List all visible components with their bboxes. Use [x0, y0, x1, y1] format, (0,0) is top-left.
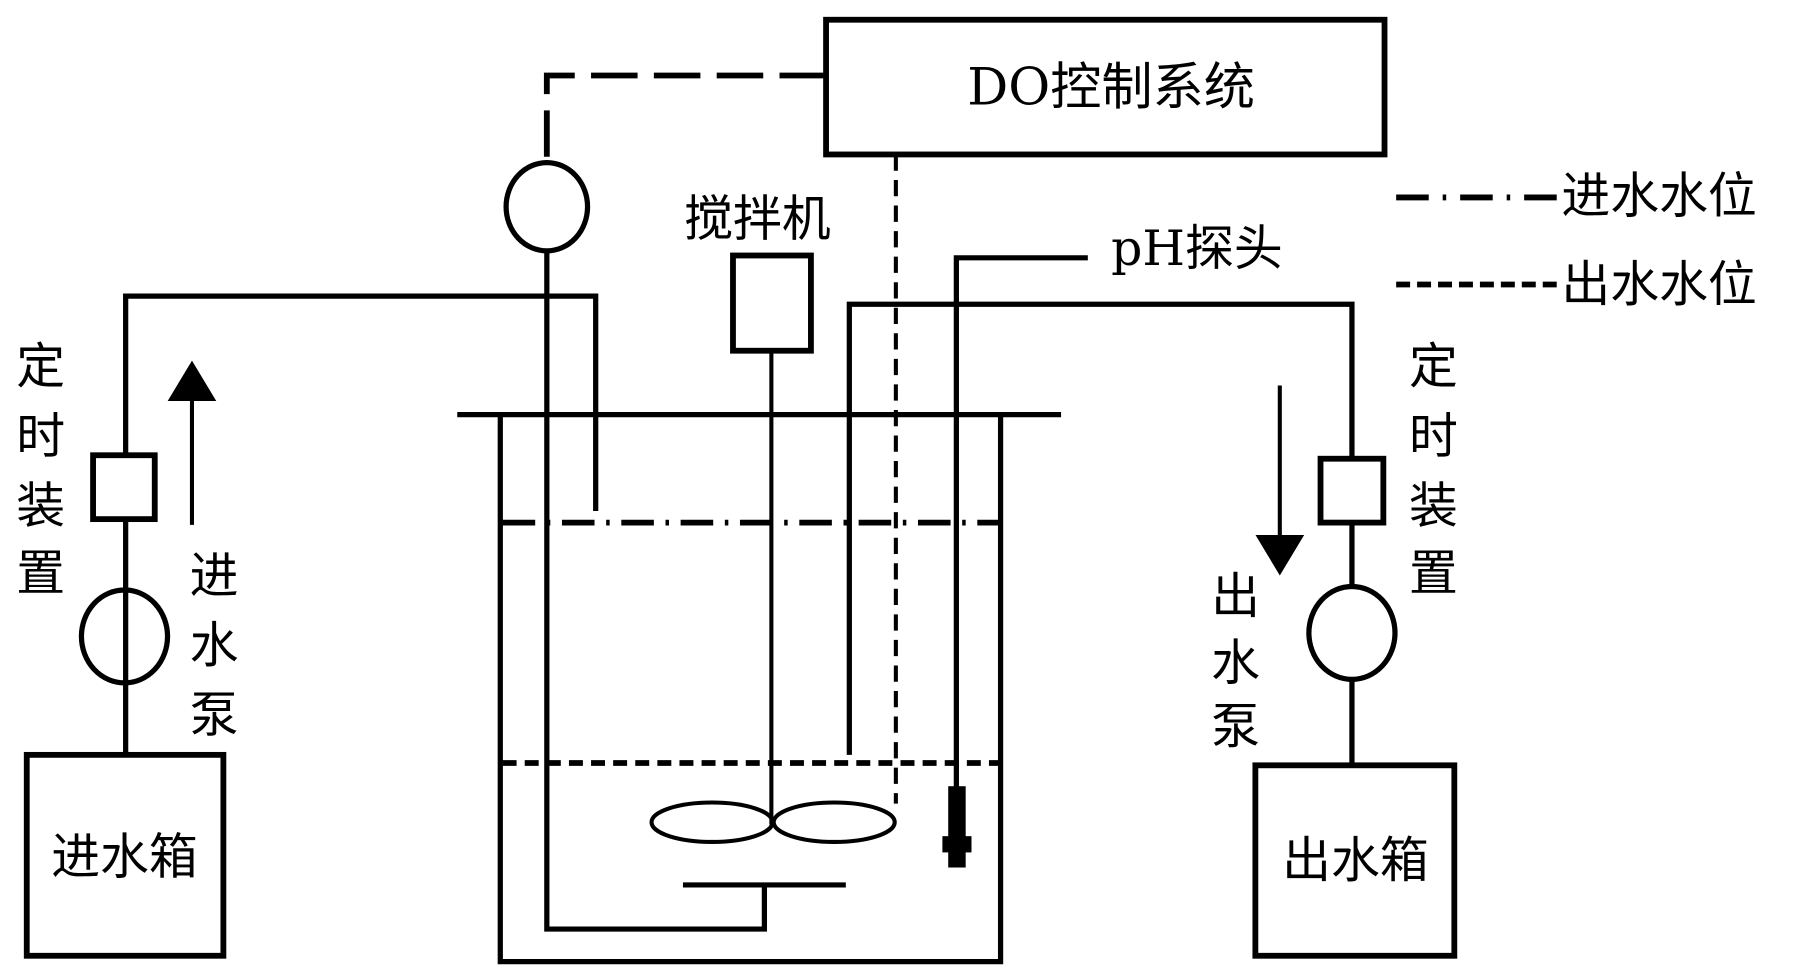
do-control-box — [823, 16, 1388, 158]
stirrer: 搅拌机 — [649, 191, 897, 844]
outlet-timer-box — [1317, 455, 1387, 526]
outlet-timer-label-1: 定 — [1409, 338, 1458, 395]
inlet-pump-label-1: 进 — [190, 547, 239, 604]
stirrer-motor-box — [730, 252, 814, 354]
outlet-timer-label-2: 时 — [1409, 408, 1458, 465]
outlet-pump-label-2: 水 — [1211, 634, 1260, 691]
outlet-pump-label-3: 泵 — [1211, 698, 1260, 755]
legend: 进水水位 出水水位 — [1396, 168, 1757, 313]
outlet-tank-box — [1252, 762, 1458, 959]
impeller-blade-left — [649, 800, 775, 844]
outlet-timer-label-3: 装 — [1409, 478, 1458, 535]
ph-probe: pH探头 — [942, 220, 1283, 868]
impeller-blade-right — [771, 800, 897, 844]
air-supply-line — [544, 250, 768, 932]
reactor-vessel — [457, 411, 1062, 965]
outlet-system: 出水箱 定 时 装 置 出 水 泵 — [846, 301, 1458, 959]
inlet-timer-label-2: 时 — [16, 408, 65, 465]
inlet-pump-label-3: 泵 — [190, 687, 239, 744]
outlet-timer-label-4: 置 — [1409, 545, 1458, 602]
ph-probe-cable — [953, 255, 1088, 790]
outlet-tank-label: 出水箱 — [1282, 832, 1429, 889]
inlet-timer-label-1: 定 — [16, 338, 65, 395]
inlet-timer-label-3: 装 — [16, 478, 65, 535]
outlet-pump-label-1: 出 — [1211, 568, 1260, 625]
ph-probe-body — [948, 786, 966, 868]
inlet-pump-label-2: 水 — [190, 617, 239, 674]
do-control-system: DO控制系统 — [823, 16, 1388, 158]
legend-inflow-label: 进水水位 — [1561, 168, 1756, 225]
stirrer-label: 搅拌机 — [684, 191, 831, 248]
inlet-tank-box — [23, 751, 227, 959]
do-control-label: DO控制系统 — [967, 59, 1255, 118]
ph-probe-label: pH探头 — [1111, 220, 1283, 277]
control-signal-line — [543, 72, 827, 169]
reactor-walls — [497, 414, 1004, 965]
inlet-tank-label: 进水箱 — [51, 828, 198, 885]
outlet-pipe — [846, 301, 1355, 755]
inlet-timer-label-4: 置 — [16, 545, 65, 602]
legend-outflow-label: 出水水位 — [1561, 256, 1756, 313]
inlet-system: 进水箱 定 时 装 置 进 水 泵 — [16, 293, 599, 959]
outlet-pump-icon — [1306, 583, 1398, 682]
aeration-pump-icon — [503, 159, 591, 254]
inlet-timer-box — [90, 452, 158, 523]
ph-probe-tip — [942, 836, 972, 853]
inlet-pipe — [123, 293, 599, 755]
inlet-pump-icon — [78, 587, 171, 686]
